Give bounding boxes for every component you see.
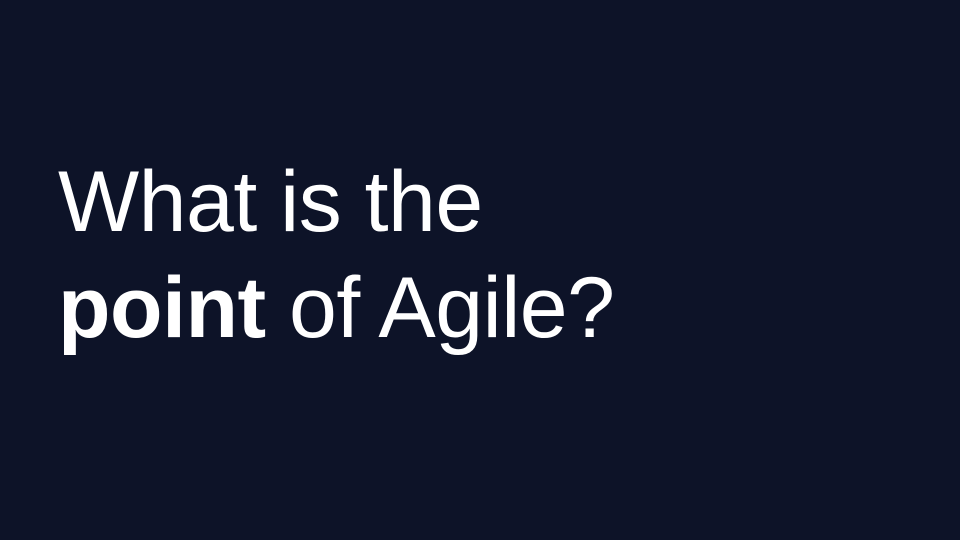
headline-line-2: point of Agile? (58, 255, 615, 361)
headline-line-1: What is the (58, 154, 483, 250)
headline-line-2-rest: of Agile? (265, 260, 615, 356)
slide-headline: What is the point of Agile? (58, 149, 615, 361)
headline-emphasis-word: point (58, 260, 266, 356)
